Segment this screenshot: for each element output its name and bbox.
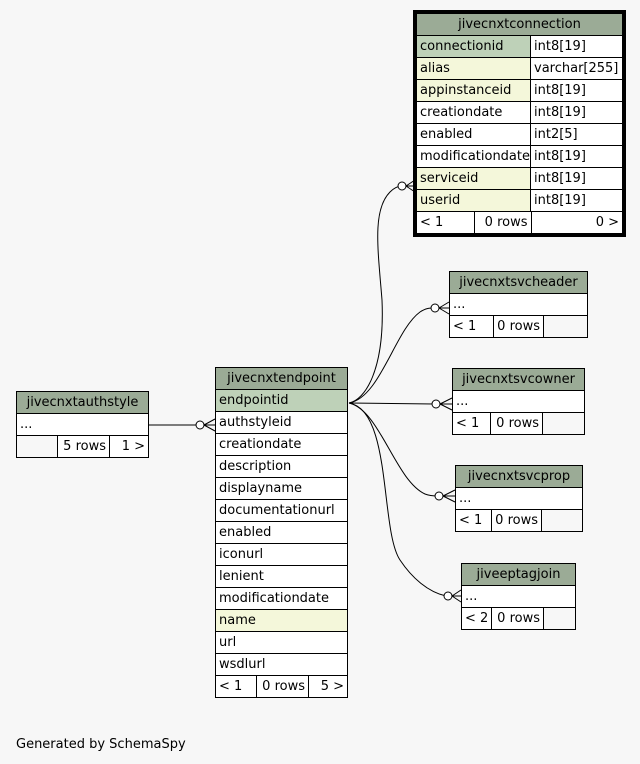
edge-endpoint-svcprop	[348, 402, 439, 497]
row-count: 0 rows	[474, 212, 532, 233]
table-title[interactable]: jivecnxtsvcowner	[452, 368, 585, 391]
optional-circle	[431, 399, 441, 409]
column-type: int2[5]	[529, 123, 624, 146]
column-type: int8[19]	[529, 101, 624, 124]
edge-endpoint-eptagjoin	[348, 402, 447, 597]
column-name: documentationurl	[215, 499, 348, 522]
column-name: iconurl	[215, 543, 348, 566]
column-name: displayname	[215, 477, 348, 500]
column-name: modificationdate	[416, 145, 531, 168]
column-type: int8[19]	[529, 145, 624, 168]
optional-circle	[397, 181, 407, 191]
column-name: connectionid	[416, 35, 531, 58]
parents-link[interactable]: < 2	[461, 607, 492, 630]
children-link[interactable]: 5 >	[308, 675, 348, 698]
column-type: int8[19]	[529, 167, 624, 190]
edge-endpoint-svcheader	[348, 307, 435, 404]
column-name: endpointid	[215, 389, 348, 412]
column-name: description	[215, 455, 348, 478]
optional-circle	[443, 591, 453, 601]
column-name: enabled	[416, 123, 531, 146]
table-title[interactable]: jivecnxtsvcprop	[455, 465, 583, 488]
row-count: 0 rows	[491, 509, 542, 532]
children-link[interactable]: 1 >	[109, 435, 149, 458]
row-count: 0 rows	[256, 675, 309, 698]
column-type: int8[19]	[529, 79, 624, 102]
column-name: modificationdate	[215, 587, 348, 610]
column-name: creationdate	[215, 433, 348, 456]
row-count: 0 rows	[490, 412, 543, 435]
parents-link[interactable]: < 1	[417, 212, 475, 233]
generated-by-label: Generated by SchemaSpy	[16, 737, 186, 752]
parents-link[interactable]: < 1	[455, 509, 492, 532]
column-name: userid	[416, 189, 531, 212]
table-title[interactable]: jiveeptagjoin	[461, 563, 576, 586]
children-cell	[542, 412, 585, 435]
column-name: name	[215, 609, 348, 632]
column-name: serviceid	[416, 167, 531, 190]
columns-ellipsis: ...	[461, 585, 576, 608]
optional-circle	[195, 420, 205, 430]
table-title[interactable]: jivecnxtsvcheader	[449, 271, 588, 294]
column-name: authstyleid	[215, 411, 348, 434]
column-name: lenient	[215, 565, 348, 588]
children-cell	[541, 509, 583, 532]
children-cell	[543, 315, 588, 338]
table-title[interactable]: jivecnxtconnection	[415, 13, 624, 36]
edge-endpoint-connection	[348, 185, 403, 404]
children-cell	[543, 607, 576, 630]
optional-circle	[434, 491, 444, 501]
column-name: appinstanceid	[416, 79, 531, 102]
row-count: 0 rows	[491, 607, 544, 630]
column-name: enabled	[215, 521, 348, 544]
columns-ellipsis: ...	[455, 487, 583, 510]
parents-link[interactable]: < 1	[215, 675, 257, 698]
column-name: url	[215, 631, 348, 654]
children-link[interactable]: 0 >	[531, 212, 622, 233]
column-type: varchar[255]	[529, 57, 624, 80]
column-name: creationdate	[416, 101, 531, 124]
column-type: int8[19]	[529, 189, 624, 212]
column-type: int8[19]	[529, 35, 624, 58]
column-name: wsdlurl	[215, 653, 348, 676]
table-title[interactable]: jivecnxtendpoint	[215, 367, 348, 390]
columns-ellipsis: ...	[16, 413, 149, 436]
columns-ellipsis: ...	[452, 390, 585, 413]
parents-link[interactable]: < 1	[452, 412, 491, 435]
column-name: alias	[416, 57, 531, 80]
row-count: 5 rows	[57, 435, 110, 458]
parents-link[interactable]: < 1	[449, 315, 494, 338]
columns-ellipsis: ...	[449, 293, 588, 316]
optional-circle	[430, 303, 440, 313]
parents-cell	[16, 435, 58, 458]
table-jivecnxtendpoint[interactable]: jivecnxtendpoint endpointid authstyleid …	[215, 367, 348, 698]
row-count: 0 rows	[493, 315, 544, 338]
edge-endpoint-svcowner	[348, 402, 435, 405]
table-title[interactable]: jivecnxtauthstyle	[16, 391, 149, 414]
